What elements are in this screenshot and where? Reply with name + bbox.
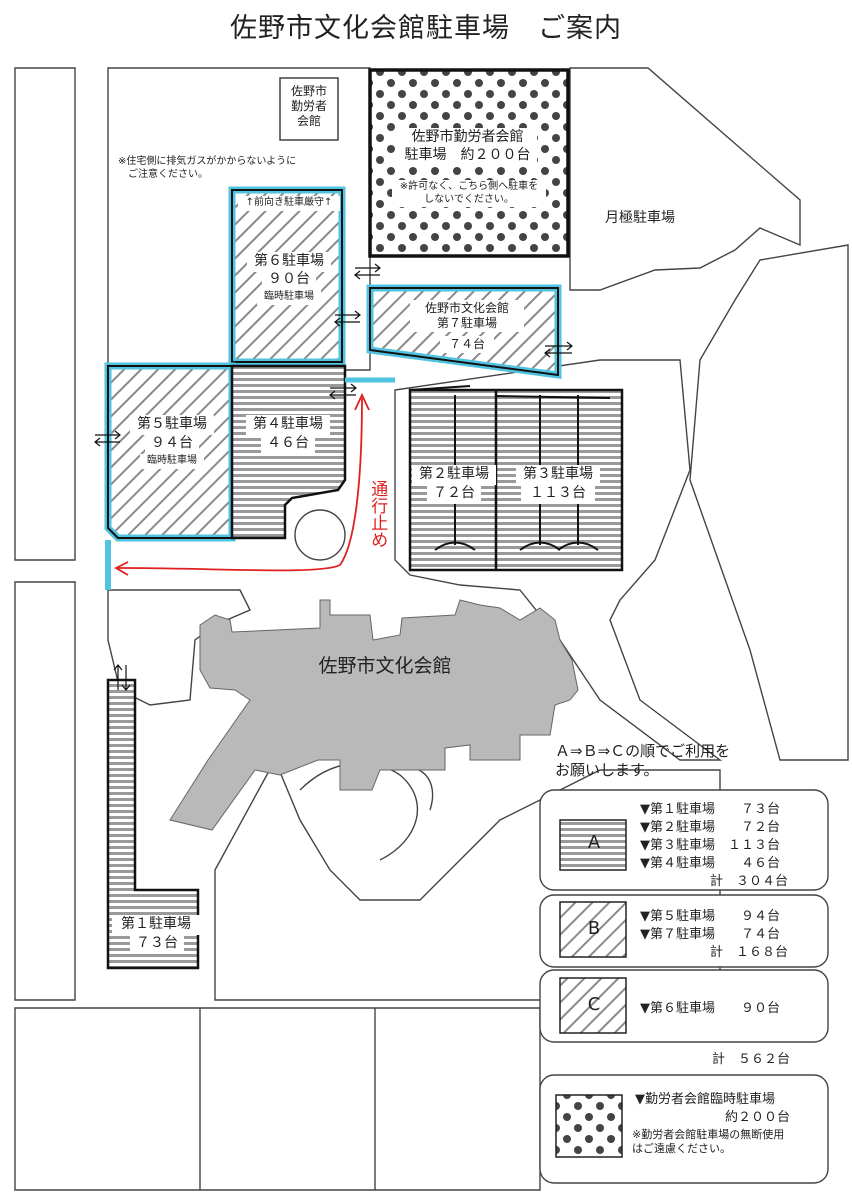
usage-order-note: Ａ⇒Ｂ⇒Ｃの順でご利用を お願いします。 (555, 742, 731, 779)
lot-kinrou-label: 佐野市勤労者会館 駐車場 約２００台 (398, 128, 537, 165)
lot5-count: ９４台 (145, 434, 199, 454)
hall-label: 佐野市文化会館 (318, 655, 452, 677)
access-arrows (94, 263, 573, 691)
legend-grand-total: 計 ５６２台 (712, 1052, 791, 1067)
lot6-sub: 臨時駐車場 (257, 290, 321, 305)
legend-a-row: ▼第３駐車場 １１３台 (640, 838, 780, 853)
lot1-name: 第１駐車場 (112, 915, 200, 935)
lot3-name: 第３駐車場 (516, 465, 600, 485)
lot1-area (106, 678, 200, 970)
no-entry-label: 通行止め (367, 480, 388, 548)
tsukigiwa-label: 月極駐車場 (605, 210, 675, 226)
lot7-name: 佐野市文化会館 第７駐車場 (410, 300, 524, 332)
legend-b-row: ▼第７駐車場 ７４台 (640, 927, 780, 942)
legend-c-key: C (587, 994, 601, 1015)
legend-b-key: B (587, 918, 601, 939)
kinrou-building (279, 77, 339, 141)
legend-a-key: A (587, 832, 601, 853)
legend-c-swatch (559, 977, 627, 1034)
lot7-count: ７４台 (440, 336, 494, 353)
legend-a-row: ▼第４駐車場 ４６台 (640, 856, 780, 871)
legend-a-row: ▼第１駐車場 ７３台 (640, 802, 780, 817)
exhaust-notice: ※住宅側に排気ガスがかからないように ご注意ください。 (118, 156, 297, 180)
legend-a-total: 計 ３０４台 (710, 874, 789, 889)
lot5-name: 第５駐車場 (130, 415, 214, 435)
lot6-sign: ↑前向き駐車厳守↑ (238, 196, 340, 211)
lot1-count: ７３台 (130, 934, 184, 954)
lot2-name: 第２駐車場 (412, 465, 496, 485)
page-title: 佐野市文化会館駐車場 ご案内 (230, 13, 622, 44)
lot5-sub: 臨時駐車場 (140, 454, 204, 469)
lot6-name: 第６駐車場 (247, 252, 331, 272)
lot4-count: ４６台 (261, 434, 315, 454)
lot6-count: ９０台 (262, 270, 316, 290)
legend-a-row: ▼第２駐車場 ７２台 (640, 820, 780, 835)
hall-building (169, 599, 579, 831)
lot4-name: 第４駐車場 (246, 415, 330, 435)
street-outlines (14, 67, 849, 1191)
lot2-count: ７２台 (427, 484, 481, 504)
lot3-count: １１３台 (521, 484, 595, 504)
detour-route (117, 397, 363, 572)
legend-d-row: 約２００台 (725, 1110, 791, 1125)
legend-c-row: ▼第６駐車場 ９０台 (640, 1001, 780, 1016)
kinrou-building-label: 佐野市 勤労者 会館 (290, 84, 327, 128)
lot-kinrou-note: ※許可なく、こちら側へ駐車を しないでください。 (392, 180, 546, 207)
legend-d-note: ※勤労者会館駐車場の無断使用 はご遠慮ください。 (632, 1128, 785, 1155)
legend-a-swatch (559, 819, 627, 871)
legend-b-swatch (559, 901, 627, 958)
legend-d-swatch (555, 1094, 623, 1158)
legend-d-row: ▼勤労者会館臨時駐車場 (635, 1092, 775, 1107)
legend-b-row: ▼第５駐車場 ９４台 (640, 909, 780, 924)
legend-b-total: 計 １６８台 (710, 945, 789, 960)
